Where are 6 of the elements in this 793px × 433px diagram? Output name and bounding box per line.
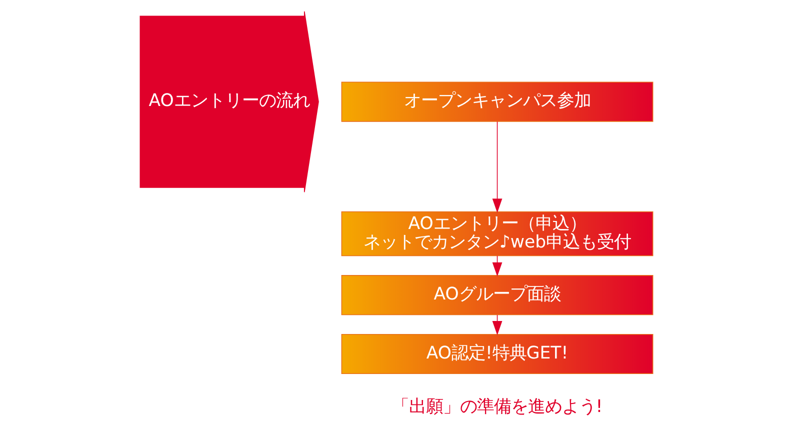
label: 「出願」の準備を進めよう! [392, 396, 603, 417]
node-box: オープンキャンパス参加 [341, 82, 654, 122]
node-box: AOグループ面談 [341, 275, 654, 316]
arrow [492, 121, 502, 213]
node-box: AOエントリー（申込） ネットでカンタン♪web申込も受付 [341, 211, 654, 256]
node-box: AO認定!特典GET! [341, 334, 654, 374]
